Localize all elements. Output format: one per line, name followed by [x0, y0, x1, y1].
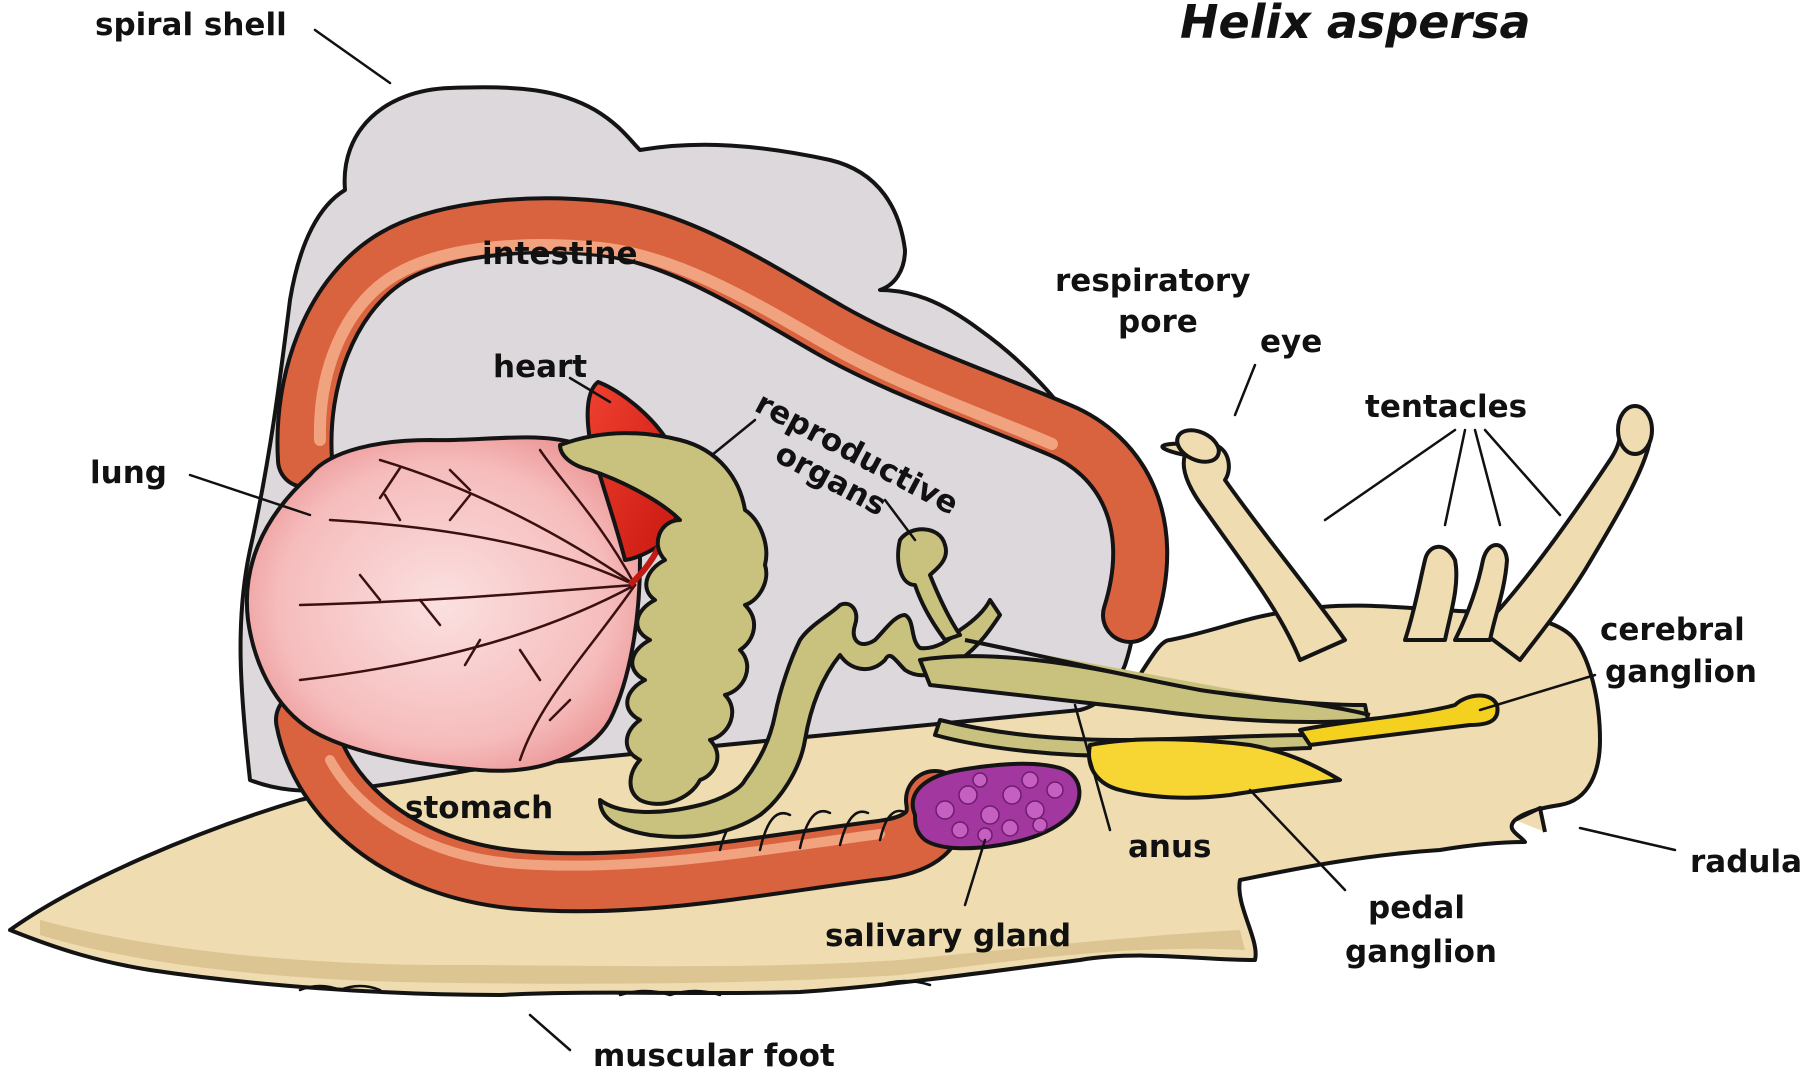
label-cerebral-ganglion-2: ganglion — [1605, 654, 1757, 690]
label-spiral-shell: spiral shell — [95, 7, 287, 43]
label-salivary-gland: salivary gland — [825, 918, 1071, 954]
label-respiratory-pore-1: respiratory — [1055, 263, 1250, 299]
label-intestine: intestine — [482, 236, 638, 272]
short-tentacle-1 — [1405, 547, 1456, 640]
label-pedal-ganglion-1: pedal — [1368, 890, 1465, 926]
label-cerebral-ganglion-1: cerebral — [1600, 612, 1745, 648]
label-anus: anus — [1128, 829, 1212, 865]
label-lung: lung — [90, 455, 167, 491]
label-respiratory-pore-2: pore — [1118, 304, 1198, 340]
eye-tip-right — [1618, 406, 1652, 454]
label-tentacles: tentacles — [1365, 389, 1527, 425]
label-stomach: stomach — [405, 790, 553, 826]
label-eye: eye — [1260, 324, 1322, 360]
label-radula: radula — [1690, 844, 1802, 880]
label-muscular-foot: muscular foot — [593, 1038, 835, 1074]
label-heart: heart — [493, 349, 587, 385]
diagram-title: Helix aspersa — [1180, 0, 1531, 49]
label-pedal-ganglion-2: ganglion — [1345, 934, 1497, 970]
